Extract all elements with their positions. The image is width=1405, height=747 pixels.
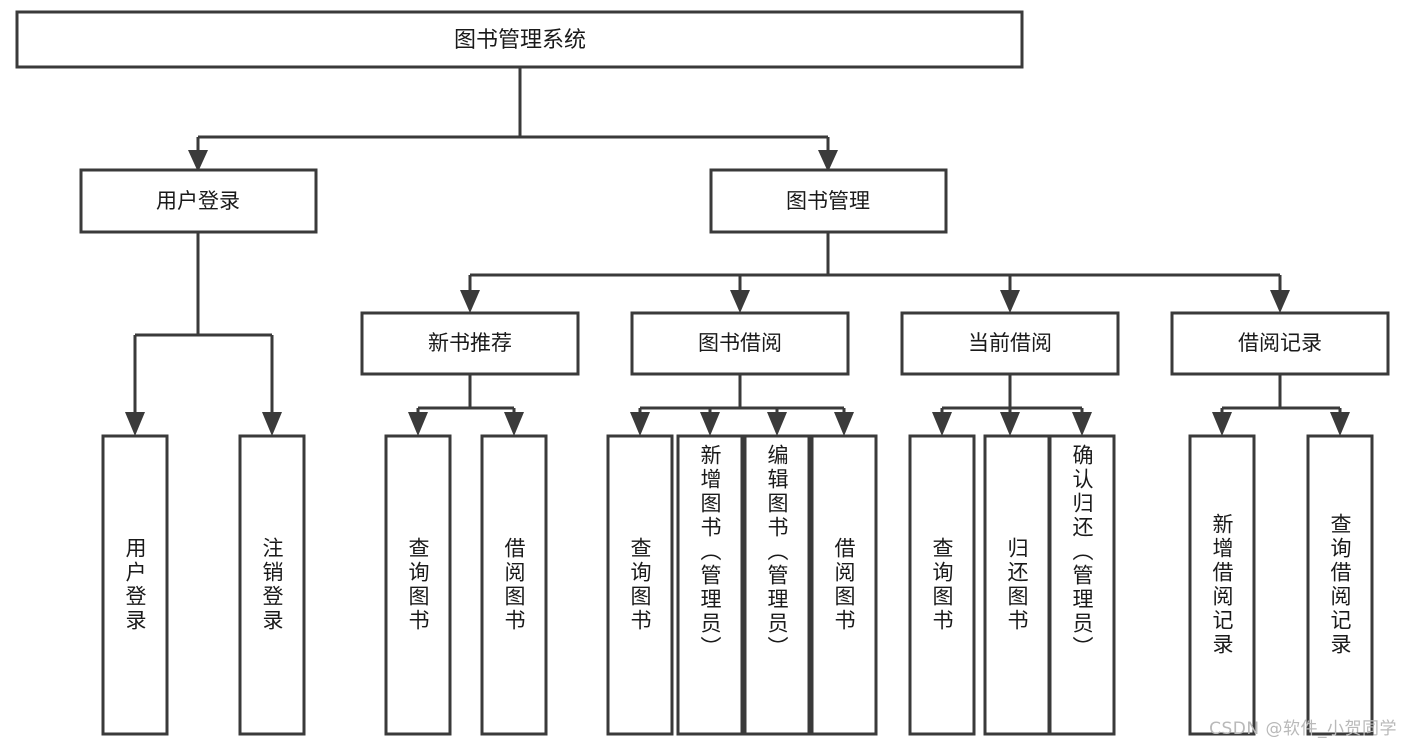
arrow-bb-to-leaf-4 — [834, 412, 854, 436]
borrow-records-box[interactable] — [1170, 311, 1390, 376]
book-management-label: 图书管理 — [786, 189, 870, 213]
node-root[interactable]: 图书管理系统 — [15, 10, 1024, 69]
arrow-nbr-to-leaf-2 — [504, 412, 524, 436]
arrow-cb-to-leaf-1 — [932, 412, 952, 436]
arrow-br-to-leaf-2 — [1330, 412, 1350, 436]
leaf-logout-box[interactable] — [238, 434, 306, 736]
leaf-user-login-box[interactable] — [101, 434, 169, 736]
leaf-query-book-current-box[interactable] — [908, 434, 976, 736]
arrow-bm-to-new-book-recommend — [460, 290, 480, 313]
leaf-borrow-book-box[interactable] — [810, 434, 878, 736]
leaf-add-borrow-record-box[interactable] — [1188, 434, 1256, 736]
arrow-root-to-user-login — [188, 150, 208, 172]
leaf-edit-book-admin-box[interactable] — [743, 434, 811, 736]
edge-root-trunk — [196, 67, 830, 156]
arrow-cb-to-leaf-2 — [1000, 412, 1020, 436]
edge-new-book-recommend-trunk — [416, 374, 516, 420]
arrow-nbr-to-leaf-1 — [408, 412, 428, 436]
edge-borrow-records-trunk — [1220, 374, 1342, 420]
node-user-login[interactable]: 用户登录 — [79, 168, 318, 234]
edge-book-management-trunk — [468, 232, 1282, 296]
book-borrow-label: 图书借阅 — [698, 331, 782, 355]
arrow-user-login-to-leaf-1 — [125, 412, 145, 436]
node-new-book-recommend[interactable]: 新书推荐 — [360, 311, 580, 376]
arrow-bb-to-leaf-1 — [630, 412, 650, 436]
arrow-cb-to-leaf-3 — [1072, 412, 1092, 436]
node-current-borrow[interactable]: 当前借阅 — [900, 311, 1120, 376]
arrow-bm-to-current-borrow — [1000, 290, 1020, 313]
edge-book-borrow-trunk — [638, 374, 846, 420]
connectors-group — [125, 67, 1350, 436]
book-management-box[interactable] — [709, 168, 948, 234]
root-box[interactable] — [15, 10, 1024, 69]
leaf-add-book-admin-box[interactable] — [676, 434, 744, 736]
current-borrow-label: 当前借阅 — [968, 331, 1052, 355]
node-book-borrow[interactable]: 图书借阅 — [630, 311, 850, 376]
arrow-bb-to-leaf-3 — [767, 412, 787, 436]
arrow-bm-to-borrow-records — [1270, 290, 1290, 313]
arrow-bm-to-book-borrow — [730, 290, 750, 313]
arrow-br-to-leaf-1 — [1212, 412, 1232, 436]
leaf-confirm-return-admin-box[interactable] — [1048, 434, 1116, 736]
arrow-bb-to-leaf-2 — [700, 412, 720, 436]
user-login-label: 用户登录 — [156, 189, 240, 213]
new-book-recommend-box[interactable] — [360, 311, 580, 376]
leaf-return-book-box[interactable] — [983, 434, 1051, 736]
edge-user-login-trunk — [133, 232, 274, 420]
csdn-watermark: CSDN @软件_小贺同学 — [1209, 719, 1397, 739]
leaf-boxes-group — [101, 434, 1374, 736]
new-book-recommend-label: 新书推荐 — [428, 331, 512, 355]
leaf-query-book-borrow-box[interactable] — [606, 434, 674, 736]
borrow-records-label: 借阅记录 — [1238, 331, 1322, 355]
leaf-borrow-book-recommend-box[interactable] — [480, 434, 548, 736]
node-book-management[interactable]: 图书管理 — [709, 168, 948, 234]
user-login-box[interactable] — [79, 168, 318, 234]
arrow-user-login-to-leaf-2 — [262, 412, 282, 436]
leaf-query-borrow-record-box[interactable] — [1306, 434, 1374, 736]
root-label: 图书管理系统 — [454, 28, 586, 53]
current-borrow-box[interactable] — [900, 311, 1120, 376]
book-borrow-box[interactable] — [630, 311, 850, 376]
node-borrow-records[interactable]: 借阅记录 — [1170, 311, 1390, 376]
leaf-query-book-recommend-box[interactable] — [384, 434, 452, 736]
arrow-root-to-book-management — [818, 150, 838, 172]
